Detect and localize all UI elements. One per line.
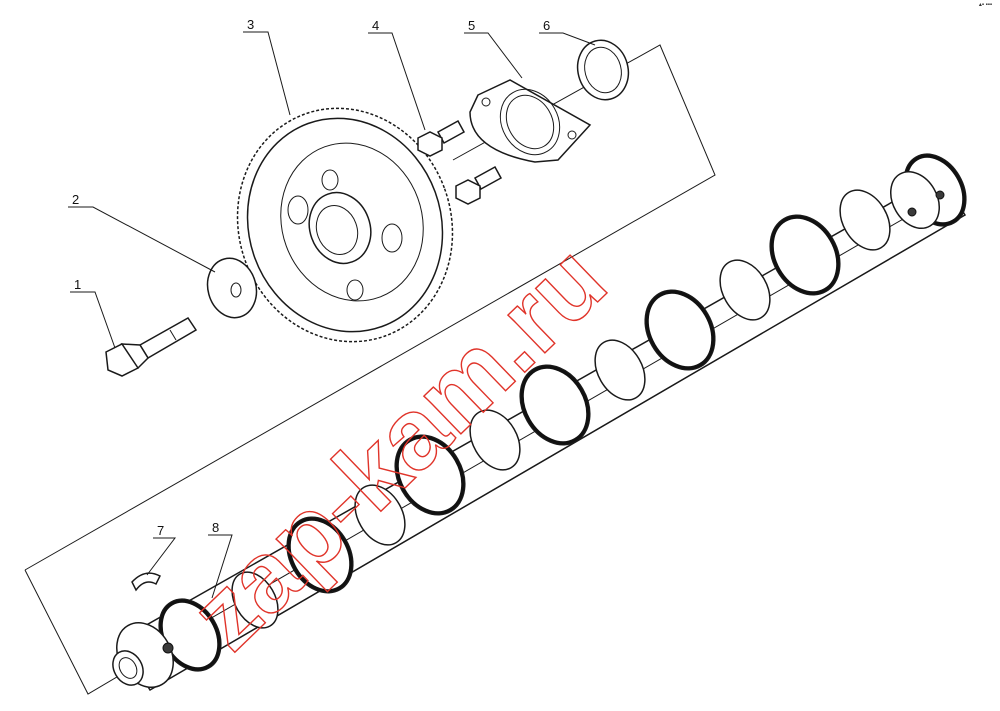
callout-5: 5 <box>468 18 475 33</box>
camshaft-lobes <box>231 189 891 629</box>
callout-8: 8 <box>212 520 219 535</box>
thrust-plate-bolt-lower <box>455 165 503 205</box>
assembly-frame <box>24 44 716 571</box>
callout-1: 1 <box>74 277 81 292</box>
callout-6: 6 <box>543 18 550 33</box>
thrust-plate-bolt-upper <box>417 119 466 157</box>
camshaft-rear-end <box>890 171 945 229</box>
thrust-plate <box>469 79 592 163</box>
callout-4: 4 <box>372 18 379 33</box>
callout-7: 7 <box>157 523 164 538</box>
camshaft <box>112 153 967 692</box>
leader-lines <box>68 31 596 599</box>
gear-bolt <box>105 317 198 377</box>
thrust-washer <box>206 257 258 319</box>
camshaft-journals <box>158 153 967 672</box>
woodruff-key <box>131 572 161 592</box>
camshaft-gear <box>236 107 454 343</box>
corner-mark: ▴▪ ▪▪▪ <box>978 2 992 8</box>
callout-3: 3 <box>247 17 254 32</box>
camshaft-front-end <box>112 622 174 688</box>
spacer-ring <box>576 39 630 101</box>
callout-2: 2 <box>72 192 79 207</box>
